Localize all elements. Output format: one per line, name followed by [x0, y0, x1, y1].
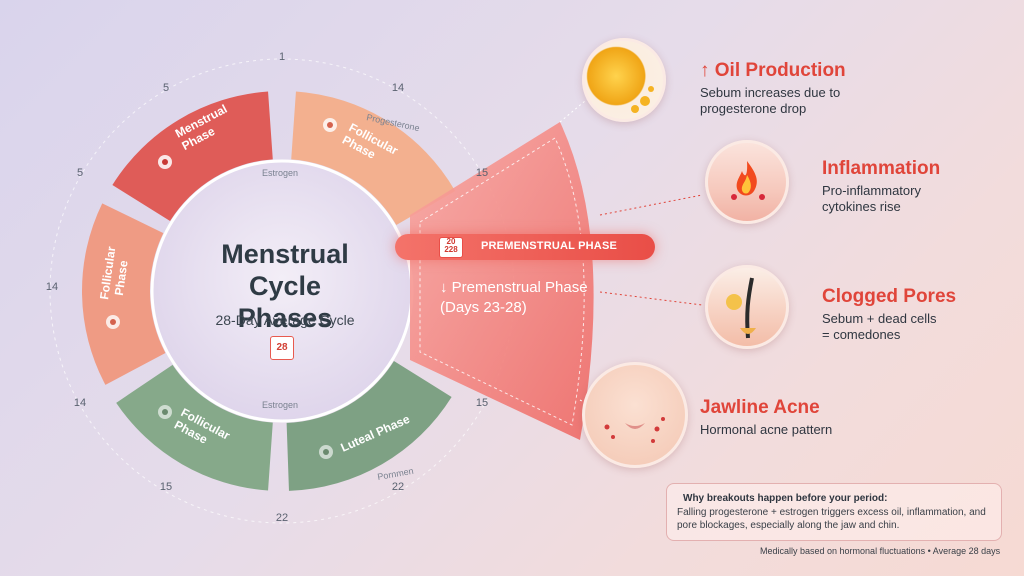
- title-line-2: Cycle Phases: [237, 271, 333, 333]
- follicle-icon-core: [327, 122, 333, 128]
- day-marker-mid-left: 5: [77, 167, 83, 179]
- effect-jawline-acne: Jawline Acne Hormonal acne pattern: [700, 397, 832, 438]
- effect-description: Hormonal acne pattern: [700, 422, 833, 437]
- calendar-badge-icon: 20 228: [439, 237, 463, 258]
- egg-icon-core: [323, 449, 329, 455]
- day-marker-right-lower: 15: [476, 397, 488, 409]
- effect-title: ↑ Oil Production: [700, 60, 846, 81]
- segment-follicular-left: [81, 203, 166, 385]
- day-marker-top: 1: [279, 51, 285, 63]
- label-follicular-left: FollicularPhase: [97, 245, 132, 302]
- premenstrual-banner-label: PREMENSTRUAL PHASE: [481, 240, 618, 252]
- hormone-label-estrogen-bottom: Estrogen: [262, 400, 298, 410]
- note-title: Why breakouts happen before your period:: [683, 493, 888, 504]
- ovary-icon-core: [110, 319, 116, 325]
- pore-drawing: [726, 277, 756, 339]
- segment-menstrual: [112, 91, 273, 222]
- day-marker-bottom: 22: [276, 512, 288, 524]
- day-marker-right-upper: 15: [476, 167, 488, 179]
- face-drawing: [604, 417, 665, 443]
- premenstrual-label: ↓ Premenstrual Phase (Days 23-28): [440, 278, 588, 318]
- oil-droplet-drawing: [631, 86, 654, 113]
- effect-title: Jawline Acne: [700, 397, 820, 418]
- title-line-1: Menstrual: [221, 239, 349, 269]
- page-subtitle: 28-Day Average Cycle: [215, 312, 355, 328]
- day-marker-lower-left: 14: [74, 397, 86, 409]
- effect-description: Sebum + dead cells= comedones: [822, 311, 937, 342]
- hormone-label-bottom-right: Pornmen: [377, 466, 415, 482]
- note-text: Falling progesterone + estrogen triggers…: [677, 507, 986, 531]
- premenstrual-wedge: [410, 122, 594, 440]
- blood-drop-icon-core: [162, 159, 168, 165]
- effect-title: Clogged Pores: [822, 286, 957, 307]
- hormone-label-estrogen-top: Estrogen: [262, 168, 298, 178]
- footer-disclaimer: Medically based on hormonal fluctuations…: [760, 546, 1001, 556]
- day-marker-upper-right: 14: [392, 82, 404, 94]
- leaf-icon-core: [162, 409, 168, 415]
- clogged-pore-icon: [705, 265, 789, 349]
- premenstrual-label-line-1: ↓ Premenstrual Phase: [440, 279, 588, 296]
- premenstrual-banner: 20 228 PREMENSTRUAL PHASE: [395, 234, 655, 260]
- page-title: Menstrual Cycle Phases: [200, 238, 370, 334]
- connector-oil: [559, 79, 611, 123]
- explanation-note: Why breakouts happen before your period:…: [666, 483, 1002, 541]
- day-marker-bottom-right: 22: [392, 481, 404, 493]
- inflammation-flame-icon: [705, 140, 789, 224]
- effect-clogged-pores: Clogged Pores Sebum + dead cells= comedo…: [822, 286, 956, 343]
- connector-pores: [599, 291, 703, 306]
- day-marker-bottom-left: 15: [160, 481, 172, 493]
- jawline-face-icon: [582, 362, 688, 468]
- day-marker-left: 14: [46, 281, 58, 293]
- segment-follicular-bottom: [116, 364, 273, 491]
- calendar-icon: 28: [270, 336, 294, 360]
- premenstrual-label-line-2: (Days 23-28): [440, 299, 527, 316]
- flame-drawing: [731, 161, 765, 200]
- oil-droplet-icon: [582, 38, 666, 122]
- effect-title: Inflammation: [822, 158, 941, 179]
- premenstrual-wedge-outline: [419, 137, 585, 426]
- connector-inflammation: [599, 194, 703, 216]
- day-marker-upper-left: 5: [163, 82, 169, 94]
